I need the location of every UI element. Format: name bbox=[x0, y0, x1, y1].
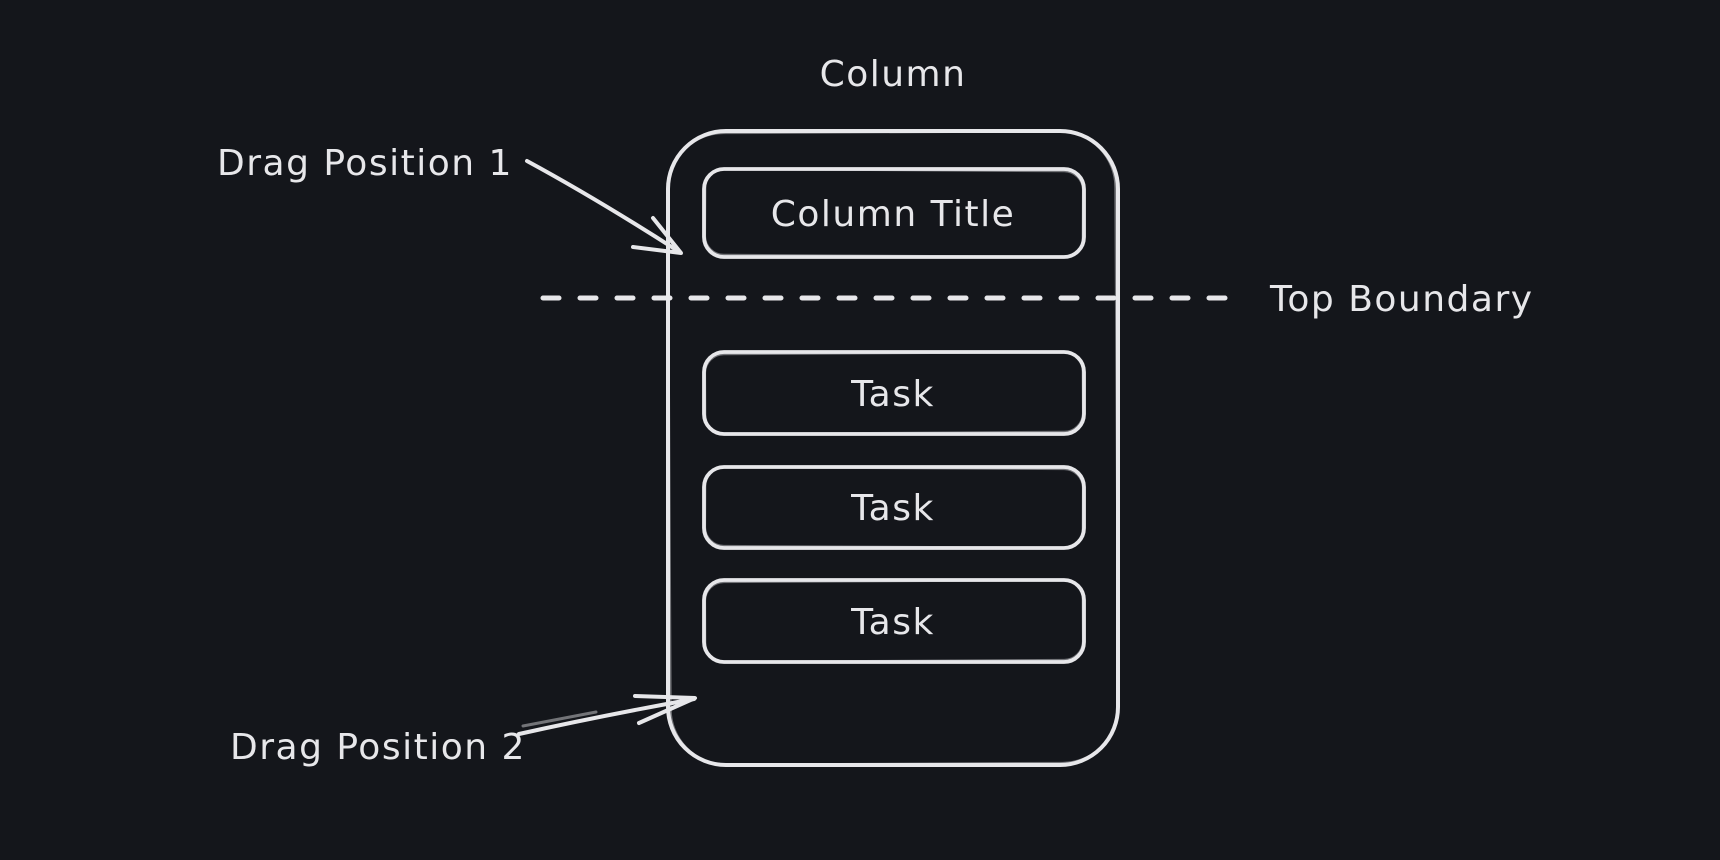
column-title-outline-sketch bbox=[703, 167, 1085, 259]
column-outline-sketch bbox=[666, 129, 1120, 767]
task-outline bbox=[702, 465, 1086, 550]
task-outline bbox=[702, 350, 1086, 436]
task-outline bbox=[702, 578, 1086, 664]
task-outline-sketch bbox=[703, 350, 1085, 436]
task-card: Task bbox=[702, 578, 1086, 664]
drag-position-1-arrow-icon bbox=[525, 159, 683, 255]
task-label: Task bbox=[850, 374, 935, 415]
column-title-outline bbox=[702, 167, 1086, 259]
arrow-shaft-sketch bbox=[521, 710, 598, 728]
top-boundary-label: Top Boundary bbox=[1269, 279, 1534, 320]
task-card: Task bbox=[702, 350, 1086, 436]
task-label: Task bbox=[850, 488, 935, 529]
column-shape bbox=[666, 129, 1120, 767]
column-outline bbox=[666, 129, 1120, 767]
arrow-head bbox=[633, 694, 697, 725]
drag-position-1-label: Drag Position 1 bbox=[217, 143, 513, 184]
task-label: Task bbox=[850, 602, 935, 643]
task-outline-sketch bbox=[703, 465, 1085, 550]
column-label: Column bbox=[820, 54, 967, 95]
arrow-head bbox=[631, 216, 683, 255]
column-title-label: Column Title bbox=[771, 194, 1015, 235]
arrow-shaft bbox=[517, 697, 696, 736]
task-outline-sketch bbox=[703, 578, 1085, 664]
column-title-box: Column Title bbox=[702, 167, 1086, 259]
drag-position-2-arrow-icon bbox=[517, 694, 697, 736]
task-card: Task bbox=[702, 465, 1086, 550]
drag-position-2-label: Drag Position 2 bbox=[230, 727, 526, 768]
arrow-shaft bbox=[525, 159, 680, 253]
